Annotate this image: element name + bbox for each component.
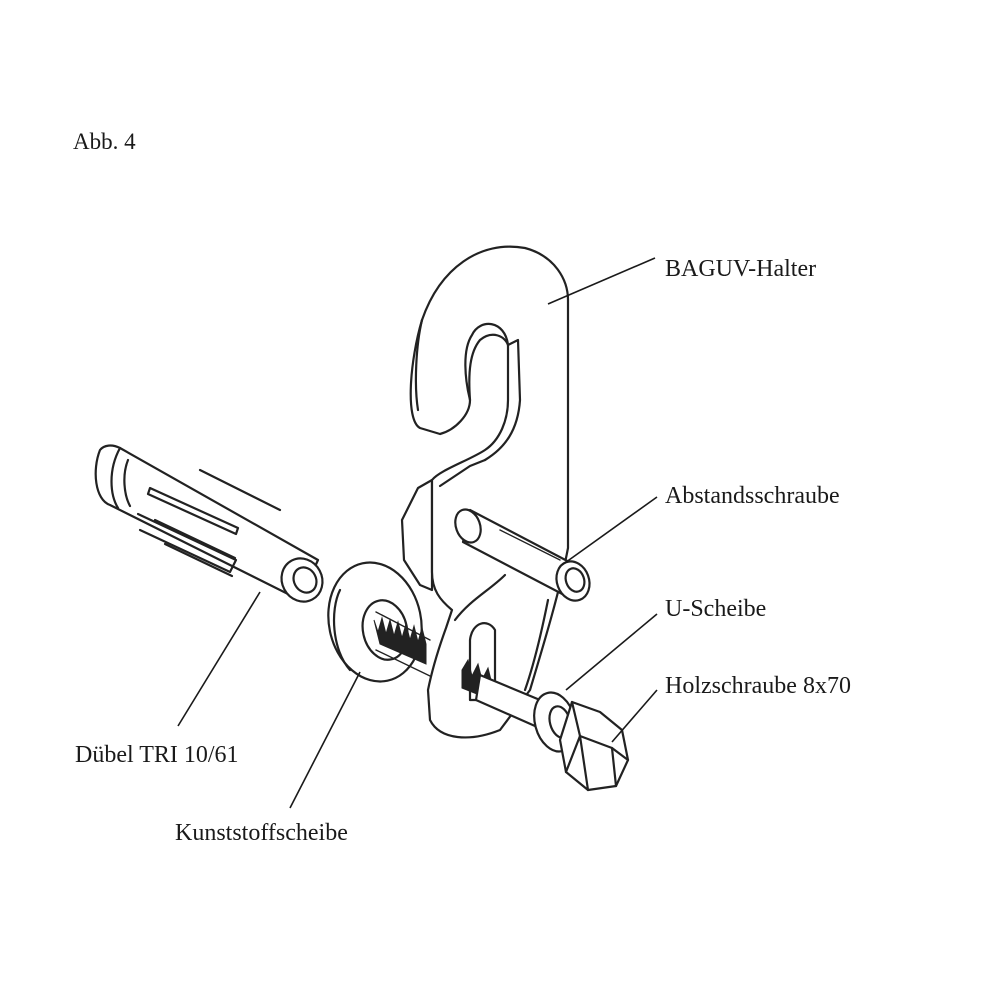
- label-duebel: Dübel TRI 10/61: [75, 742, 239, 768]
- bracket-side-edge: [400, 478, 434, 592]
- halter-bracket: [400, 245, 570, 739]
- bracket-plate: [409, 245, 570, 739]
- label-u-scheibe: U-Scheibe: [665, 596, 767, 622]
- label-kunststoffscheibe: Kunststoffscheibe: [175, 820, 348, 846]
- abstandsschraube: [454, 508, 591, 602]
- leader-kunst: [289, 671, 361, 809]
- label-abstandsschraube: Abstandsschraube: [665, 483, 840, 509]
- leader-uscheibe: [565, 613, 658, 691]
- label-baguv-halter: BAGUV-Halter: [665, 256, 817, 282]
- label-holzschraube: Holzschraube 8x70: [665, 673, 851, 699]
- duebel: [94, 444, 324, 603]
- leader-halter: [547, 257, 656, 305]
- figure-title: Abb. 4: [73, 129, 136, 154]
- leader-holz: [611, 689, 658, 743]
- hex-head: [558, 700, 630, 792]
- holzschraube: [373, 611, 630, 792]
- leader-duebel: [177, 591, 261, 727]
- leader-abstand: [561, 496, 658, 566]
- leader-lines: [177, 257, 658, 809]
